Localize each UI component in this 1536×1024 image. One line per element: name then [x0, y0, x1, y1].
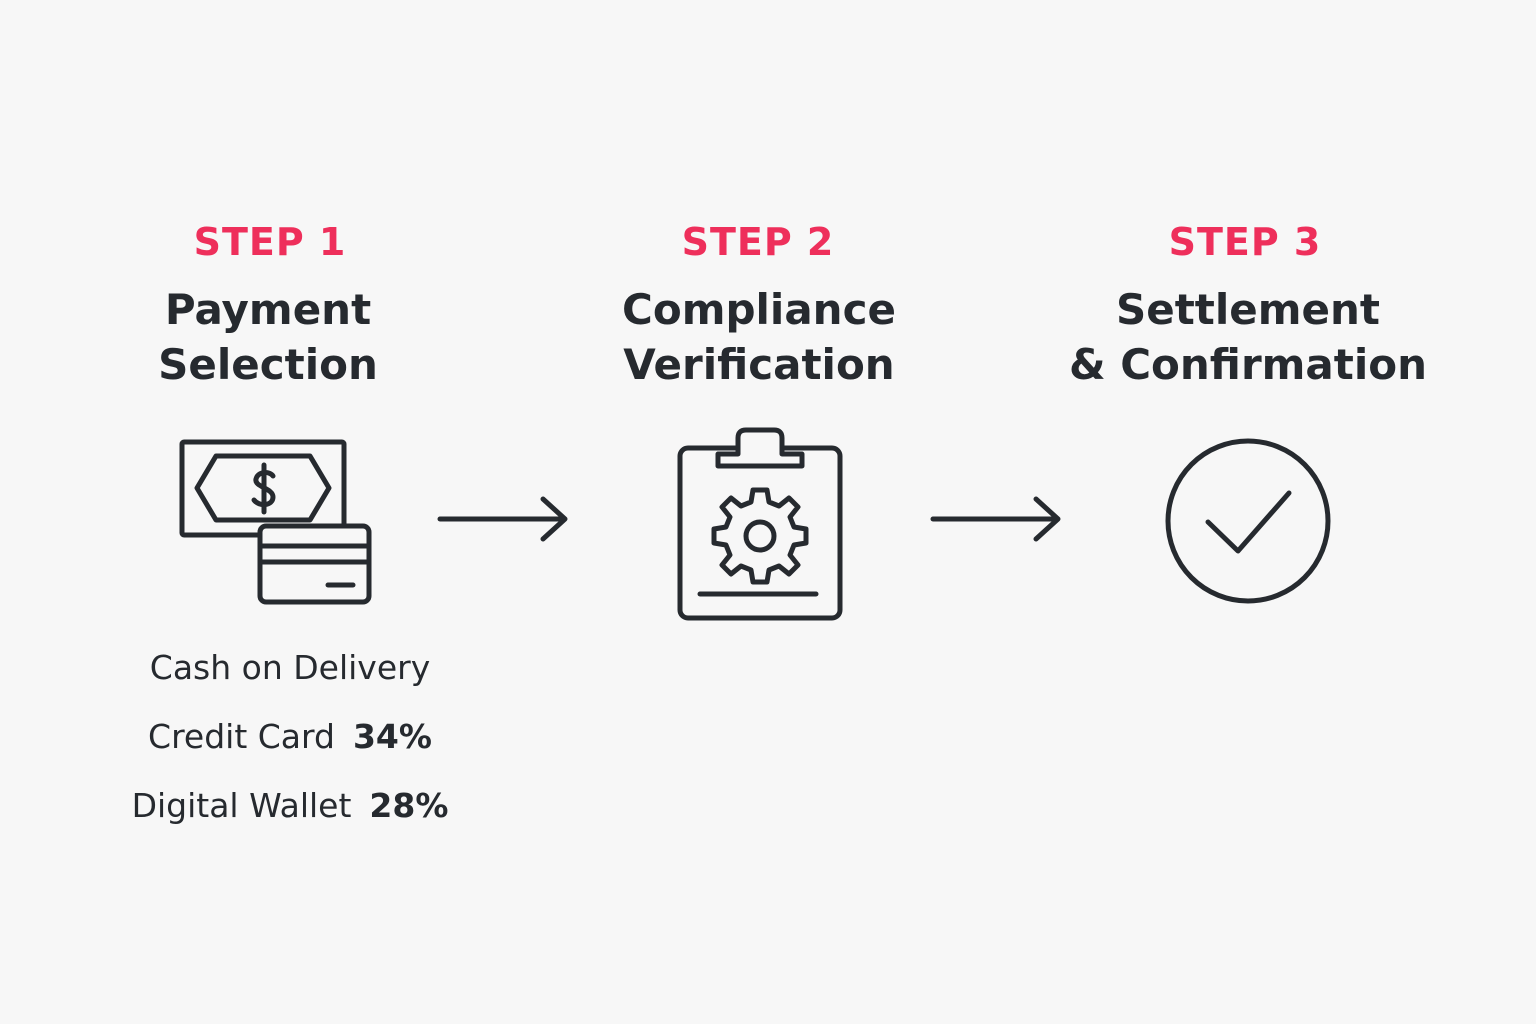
step-2-label: STEP 2 [681, 220, 835, 264]
payment-option-credit-card: Credit Card 34% [90, 717, 490, 786]
payment-option-percent: 34% [352, 717, 432, 756]
payment-option-name: Digital Wallet [131, 786, 352, 825]
step-2-title-line-2: Verification [623, 340, 895, 389]
check-circle-icon [1162, 436, 1334, 608]
step-1-title: Payment Selection [48, 282, 488, 392]
step-1-title-line-2: Selection [158, 340, 378, 389]
step-3-label: STEP 3 [1168, 220, 1322, 264]
step-1-label: STEP 1 [193, 220, 347, 264]
step-3-title-line-2: & Confirmation [1068, 340, 1427, 389]
payment-option-cash-on-delivery: Cash on Delivery [90, 648, 490, 717]
step-2-title: Compliance Verification [539, 282, 979, 392]
step-2-title-line-1: Compliance [622, 285, 896, 334]
payment-options-list: Cash on Delivery Credit Card 34% Digital… [90, 648, 490, 855]
clipboard-gear-icon [674, 424, 846, 624]
arrow-right-icon [436, 496, 572, 546]
step-3-title-line-1: Settlement [1116, 285, 1380, 334]
cash-and-card-icon [176, 436, 376, 608]
payment-option-name: Cash on Delivery [149, 648, 431, 687]
step-1-title-line-1: Payment [164, 285, 372, 334]
payment-option-name: Credit Card [148, 717, 335, 756]
payment-option-percent: 28% [369, 786, 449, 825]
payment-option-digital-wallet: Digital Wallet 28% [90, 786, 490, 855]
step-3-title: Settlement & Confirmation [1028, 282, 1468, 392]
arrow-right-icon [929, 496, 1065, 546]
